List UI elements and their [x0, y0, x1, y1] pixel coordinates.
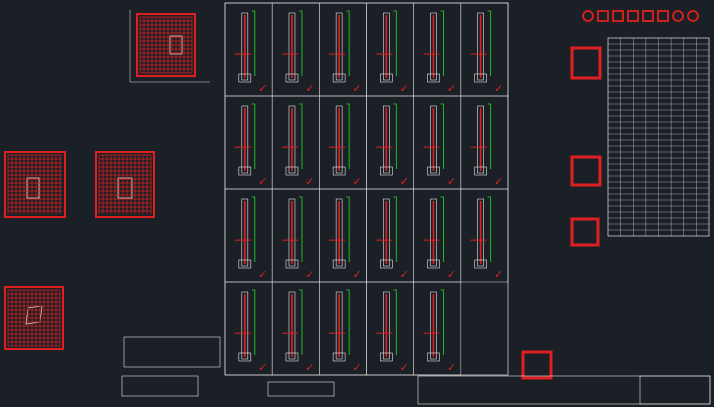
check-mark: ✓ [258, 361, 267, 374]
check-mark: ✓ [494, 268, 503, 281]
check-mark: ✓ [400, 361, 409, 374]
check-mark: ✓ [447, 361, 456, 374]
red-square-icon [612, 10, 624, 22]
column-section-4 [521, 350, 553, 380]
check-mark: ✓ [447, 175, 456, 188]
small-table-3 [267, 381, 335, 397]
check-mark: ✓ [305, 82, 314, 95]
check-mark: ✓ [258, 82, 267, 95]
check-mark: ✓ [305, 268, 314, 281]
check-mark: ✓ [494, 82, 503, 95]
detail-cell: ✓ [271, 281, 320, 376]
legend-icon-row [582, 10, 699, 22]
rebar-hatch [7, 289, 61, 347]
check-mark: ✓ [447, 268, 456, 281]
red-circle-icon [672, 10, 684, 22]
red-square-icon [657, 10, 669, 22]
check-mark: ✓ [305, 361, 314, 374]
check-mark: ✓ [494, 175, 503, 188]
red-square-icon [597, 10, 609, 22]
check-mark: ✓ [400, 268, 409, 281]
column-detail-grid: ✓ ✓ ✓ ✓ ✓ ✓ ✓ ✓ ✓ ✓ ✓ ✓ ✓ ✓ ✓ ✓ ✓ ✓ ✓ ✓ ✓ ✓ ✓ [224, 2, 509, 376]
small-table-1 [123, 336, 221, 368]
detail-cell: ✓ [413, 95, 462, 190]
red-square-icon [627, 10, 639, 22]
detail-cell: ✓ [319, 188, 367, 283]
detail-cell: ✓ [271, 2, 320, 97]
rebar-hatch [7, 154, 62, 214]
column-section-3 [570, 217, 600, 247]
rebar-schedule-table [607, 37, 710, 237]
detail-cell: ✓ [413, 281, 462, 376]
red-circle-icon [582, 10, 594, 22]
red-circle-icon [687, 10, 699, 22]
detail-cell: ✓ [460, 188, 509, 283]
red-square-icon [642, 10, 654, 22]
column-section-1 [570, 46, 602, 80]
check-mark: ✓ [258, 175, 267, 188]
check-mark: ✓ [258, 268, 267, 281]
rebar-hatch [139, 16, 193, 74]
check-mark: ✓ [305, 175, 314, 188]
title-block [417, 375, 711, 405]
detail-cell: ✓ [413, 2, 462, 97]
column-section-2 [570, 155, 602, 187]
check-mark: ✓ [353, 268, 362, 281]
check-mark: ✓ [353, 361, 362, 374]
detail-cell: ✓ [319, 2, 367, 97]
check-mark: ✓ [400, 82, 409, 95]
detail-cell: ✓ [460, 2, 509, 97]
small-table-2 [121, 375, 199, 397]
check-mark: ✓ [447, 82, 456, 95]
detail-cell: ✓ [319, 281, 367, 376]
rebar-hatch [98, 154, 152, 214]
check-mark: ✓ [353, 175, 362, 188]
detail-cell: ✓ [460, 95, 509, 190]
check-mark: ✓ [353, 82, 362, 95]
check-mark: ✓ [400, 175, 409, 188]
